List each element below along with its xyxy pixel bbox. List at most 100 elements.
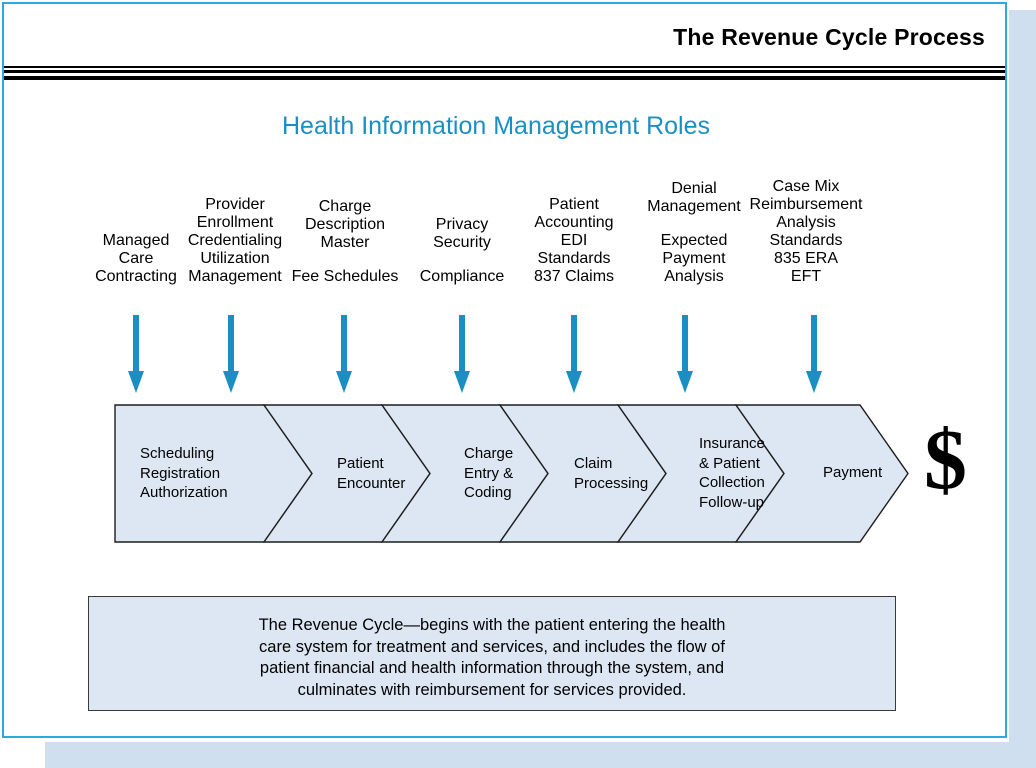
description-line: The Revenue Cycle—begins with the patien… (258, 616, 726, 634)
role-line: Credentialing (187, 232, 283, 249)
arrow-head (336, 371, 352, 393)
role-line: Reimbursement (749, 196, 863, 213)
role-line: Management (647, 198, 741, 216)
role-line: EDI (560, 232, 588, 249)
page-title: The Revenue Cycle Process (673, 24, 985, 50)
down-arrow-icon (673, 315, 697, 393)
description-line: patient financial and health information… (259, 659, 725, 677)
arrow-shaft (571, 315, 577, 375)
stage-label-charge-entry-coding: Charge Entry & Coding (464, 444, 513, 503)
arrow-head (223, 371, 239, 393)
stage-line: Charge (464, 445, 514, 462)
chevron-stage-6[interactable] (734, 404, 909, 543)
down-arrow-icon (802, 315, 826, 393)
down-arrow-icon (332, 315, 356, 393)
section-subtitle: Health Information Management Roles (282, 112, 711, 140)
stage-line: Collection (699, 474, 765, 491)
him-role-provider-enrollment: Provider Enrollment Credentialing Utiliz… (170, 194, 300, 286)
him-role-case-mix-reimbursement: Case Mix Reimbursement Analysis Standard… (741, 178, 871, 286)
role-line: Payment (662, 250, 726, 267)
divider-line-1 (4, 66, 1005, 68)
stage-line: Follow-up (699, 493, 765, 511)
role-line: Contracting (95, 268, 177, 285)
arrow-shaft (682, 315, 688, 375)
stage-line: Insurance (699, 435, 765, 452)
role-line: Care (118, 250, 154, 267)
him-role-denial-management: Denial Management Expected Payment Analy… (629, 180, 759, 286)
arrow-shaft (341, 315, 347, 375)
role-line: 837 Claims (533, 268, 615, 285)
stage-line: Payment (823, 464, 883, 481)
role-line: Analysis (664, 268, 724, 285)
arrow-shaft (459, 315, 465, 375)
role-line: Expected (660, 232, 728, 249)
stage-line: Scheduling (140, 445, 215, 462)
role-line: Description (304, 216, 386, 234)
role-line: Security (433, 234, 491, 252)
him-role-charge-description-master: Charge Description Master Fee Schedules (285, 194, 405, 286)
role-line: Standards (769, 232, 843, 249)
revenue-cycle-process-band: Scheduling Registration Authorization Pa… (114, 404, 909, 543)
role-line: Denial (671, 180, 717, 198)
arrow-head (454, 371, 470, 393)
backdrop-band-bottom (45, 742, 1036, 768)
role-line-gap (285, 252, 405, 268)
stage-line: Encounter (337, 474, 406, 492)
stage-line: Coding (464, 484, 512, 501)
stage-line: Authorization (140, 484, 228, 501)
description-line: culminates with reimbursement for servic… (297, 680, 687, 699)
revenue-cycle-description-box: The Revenue Cycle—begins with the patien… (88, 596, 896, 711)
stage-label-scheduling: Scheduling Registration Authorization (140, 444, 228, 503)
stage-line: Entry & (464, 464, 514, 482)
down-arrow-icon (450, 315, 474, 393)
arrow-head (128, 371, 144, 393)
slide-canvas: The Revenue Cycle Process Health Informa… (2, 2, 1007, 738)
role-line: Compliance (419, 268, 505, 285)
stage-line: & Patient (699, 454, 760, 472)
arrow-head (806, 371, 822, 393)
title-divider (4, 66, 1005, 82)
role-line: 835 ERA (773, 250, 839, 267)
stage-label-payment: Payment (823, 463, 882, 483)
stage-line: Claim (574, 455, 613, 472)
role-line: Patient (549, 196, 599, 213)
description-line: care system for treatment and services, … (259, 637, 725, 656)
down-arrow-icon (562, 315, 586, 393)
role-line: Provider (205, 196, 265, 213)
down-arrow-icon (124, 315, 148, 393)
revenue-cycle-description-text: The Revenue Cycle—begins with the patien… (89, 615, 895, 701)
role-line: Fee Schedules (291, 268, 399, 285)
arrow-shaft (133, 315, 139, 375)
stage-label-claim-processing: Claim Processing (574, 454, 648, 493)
role-line: EFT (790, 268, 822, 285)
him-role-patient-accounting: Patient Accounting EDI Standards 837 Cla… (514, 194, 634, 286)
stage-label-insurance-patient-collection: Insurance & Patient Collection Follow-up (699, 434, 765, 512)
role-line: Analysis (776, 214, 836, 231)
role-line-gap (404, 252, 520, 268)
role-line: Standards (537, 250, 611, 267)
role-line: Charge (318, 198, 372, 216)
him-role-privacy-security: Privacy Security Compliance (404, 194, 520, 286)
role-line: Management (188, 268, 282, 285)
role-line: Master (320, 234, 370, 252)
role-line: Enrollment (196, 214, 274, 231)
role-line: Managed (102, 232, 170, 249)
arrow-shaft (811, 315, 817, 375)
dollar-sign-icon: $ (924, 411, 967, 507)
arrow-shaft (228, 315, 234, 375)
stage-line: Patient (337, 455, 384, 472)
stage-line: Registration (140, 464, 221, 482)
him-role-managed-care-contracting: Managed Care Contracting (76, 194, 196, 286)
arrow-head (677, 371, 693, 393)
arrow-head (566, 371, 582, 393)
process-chevrons (114, 404, 909, 543)
down-arrow-icon (219, 315, 243, 393)
divider-line-2 (4, 70, 1005, 73)
role-line: Utilization (200, 250, 270, 267)
role-line: Privacy (435, 216, 489, 234)
stage-label-patient-encounter: Patient Encounter (337, 454, 405, 493)
role-line: Case Mix (772, 178, 840, 195)
backdrop-band-right (1009, 10, 1036, 748)
role-line: Accounting (534, 214, 614, 231)
